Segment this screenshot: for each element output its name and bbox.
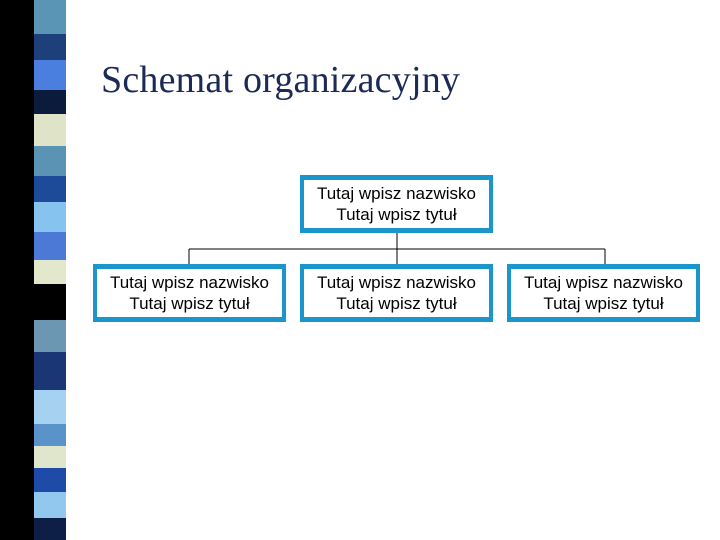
org-box-child-3[interactable]: Tutaj wpisz nazwisko Tutaj wpisz tytuł: [507, 264, 700, 322]
org-box-child-1-title: Tutaj wpisz tytuł: [129, 294, 250, 313]
org-box-root-name: Tutaj wpisz nazwisko: [316, 184, 477, 203]
org-box-root[interactable]: Tutaj wpisz nazwisko Tutaj wpisz tytuł: [300, 175, 493, 233]
org-box-child-2[interactable]: Tutaj wpisz nazwisko Tutaj wpisz tytuł: [300, 264, 493, 322]
stripe-black-band: [0, 0, 34, 540]
stripe-color-blocks: [34, 0, 66, 540]
org-box-child-1-content: Tutaj wpisz nazwisko Tutaj wpisz tytuł: [97, 269, 282, 317]
org-box-child-3-title: Tutaj wpisz tytuł: [543, 294, 664, 313]
org-box-child-3-content: Tutaj wpisz nazwisko Tutaj wpisz tytuł: [511, 269, 696, 317]
org-box-root-content: Tutaj wpisz nazwisko Tutaj wpisz tytuł: [304, 180, 489, 228]
org-box-child-2-title: Tutaj wpisz tytuł: [336, 294, 457, 313]
org-box-child-3-name: Tutaj wpisz nazwisko: [523, 273, 684, 292]
slide-title: Schemat organizacyjny: [101, 59, 461, 101]
org-box-child-2-name: Tutaj wpisz nazwisko: [316, 273, 477, 292]
decorative-side-stripe: [0, 0, 66, 540]
org-box-root-title: Tutaj wpisz tytuł: [336, 205, 457, 224]
org-box-child-1-name: Tutaj wpisz nazwisko: [109, 273, 270, 292]
org-box-child-1[interactable]: Tutaj wpisz nazwisko Tutaj wpisz tytuł: [93, 264, 286, 322]
org-box-child-2-content: Tutaj wpisz nazwisko Tutaj wpisz tytuł: [304, 269, 489, 317]
